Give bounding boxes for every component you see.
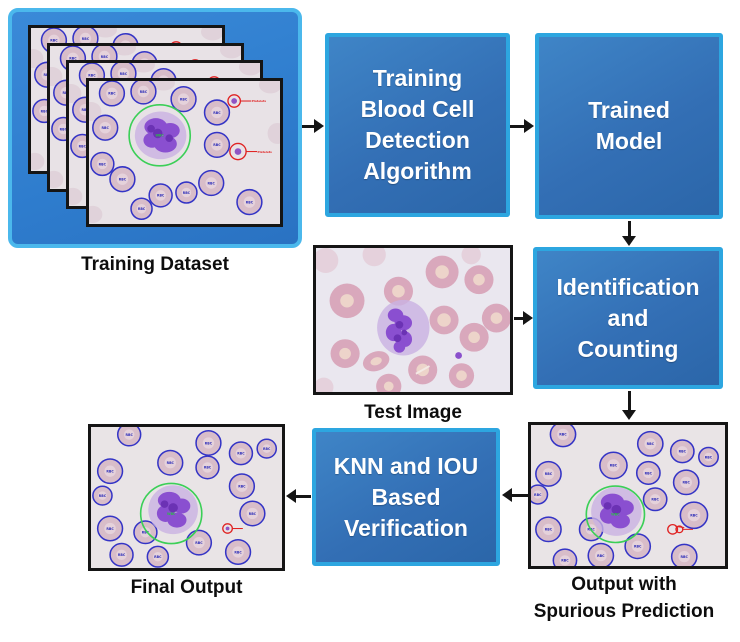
output-spurious-caption-line1: Output with <box>571 574 677 595</box>
output-spurious-caption: Output with Spurious Prediction <box>508 571 740 625</box>
arrow-identification-to-output <box>622 391 636 420</box>
arrow-head <box>314 119 324 133</box>
process-box-label-line: Algorithm <box>363 158 472 184</box>
arrow-training-to-model <box>510 119 534 133</box>
arrow-model-to-identification <box>622 221 636 246</box>
process-box-label-line: KNN and IOU <box>333 452 479 479</box>
process-box-label-line: Identification <box>556 273 700 300</box>
process-box-identification-counting: Identification and Counting <box>533 247 723 389</box>
arrow-shaft <box>514 316 525 320</box>
final-output-caption: Final Output <box>130 577 243 598</box>
process-box-label-line: Trained <box>588 97 670 123</box>
arrow-head <box>622 410 636 420</box>
process-box-label-line: Verification <box>344 514 468 541</box>
process-box-training-algorithm: Training Blood Cell Detection Algorithm <box>325 33 510 217</box>
arrow-head <box>622 236 636 246</box>
process-box-label-line: Blood Cell <box>360 96 475 122</box>
final-output-figure <box>88 424 285 571</box>
test-image-figure <box>313 245 513 395</box>
arrow-shaft <box>302 124 316 128</box>
arrow-head <box>286 489 296 503</box>
process-box-label-line: Model <box>595 128 663 154</box>
training-dataset-panel <box>8 8 302 248</box>
training-photo-front <box>86 78 283 227</box>
arrow-shaft <box>627 391 631 412</box>
arrow-head <box>523 311 533 325</box>
process-box-knn-iou-verification: KNN and IOU Based Verification <box>312 428 500 566</box>
arrow-head <box>502 488 512 502</box>
arrow-shaft <box>510 124 526 128</box>
process-box-label-line: Detection <box>365 127 470 153</box>
arrow-head <box>524 119 534 133</box>
process-box-trained-model: Trained Model <box>535 33 723 219</box>
output-spurious-figure <box>528 422 728 569</box>
output-spurious-caption-line2: Spurious Prediction <box>533 601 715 622</box>
process-box-label-line: and <box>607 304 649 331</box>
training-dataset-caption: Training Dataset <box>81 254 229 275</box>
arrow-test-to-identification <box>514 311 533 325</box>
arrow-shaft <box>294 494 311 498</box>
process-box-label-line: Based <box>371 483 441 510</box>
arrow-shaft <box>510 493 528 497</box>
test-image-caption: Test Image <box>364 402 462 423</box>
arrow-output-to-verification <box>502 488 528 502</box>
arrow-dataset-to-training <box>302 119 324 133</box>
arrow-shaft <box>627 221 631 238</box>
process-box-label-line: Training <box>372 65 463 91</box>
arrow-verification-to-final <box>286 489 311 503</box>
process-box-label-line: Counting <box>577 335 679 362</box>
